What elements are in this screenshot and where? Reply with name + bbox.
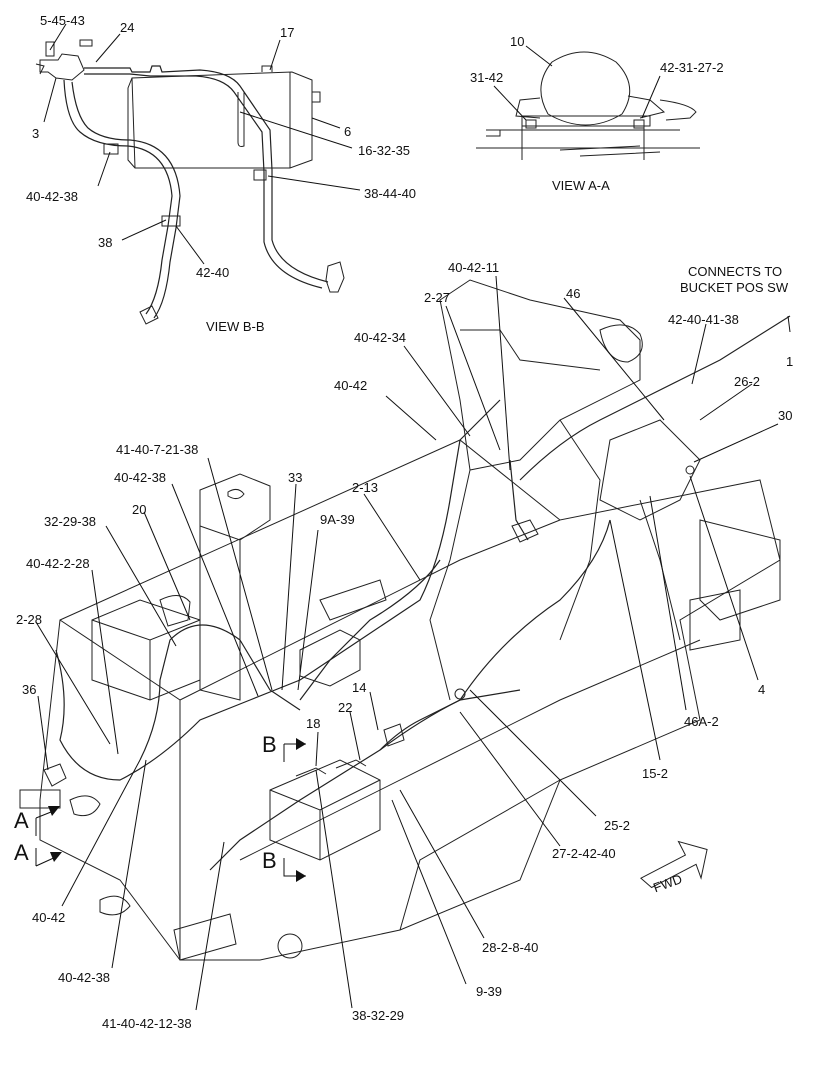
label-27-2-42-40: 27-2-42-40 bbox=[552, 846, 616, 861]
label-3: 3 bbox=[32, 126, 39, 141]
label-25-2: 25-2 bbox=[604, 818, 630, 833]
label-38: 38 bbox=[98, 235, 112, 250]
label-2-28: 2-28 bbox=[16, 612, 42, 627]
label-24: 24 bbox=[120, 20, 134, 35]
label-40-42-34: 40-42-34 bbox=[354, 330, 406, 345]
label-41-40-42-12-38: 41-40-42-12-38 bbox=[102, 1016, 192, 1031]
label-42-40-41-38: 42-40-41-38 bbox=[668, 312, 739, 327]
label-9a-39: 9A-39 bbox=[320, 512, 355, 527]
label-38-32-29: 38-32-29 bbox=[352, 1008, 404, 1023]
view-aa-inset: 10 31-42 42-31-27-2 VIEW A-A bbox=[470, 34, 724, 193]
label-15-2: 15-2 bbox=[642, 766, 668, 781]
label-20: 20 bbox=[132, 502, 146, 517]
section-mark-b-top: B bbox=[262, 732, 277, 757]
label-1: 1 bbox=[786, 354, 793, 369]
view-bb-inset: 5-45-43 24 17 3 6 16-32-35 40-42-38 38-4… bbox=[26, 13, 416, 334]
label-40-42-bottom: 40-42 bbox=[32, 910, 65, 925]
label-30: 30 bbox=[778, 408, 792, 423]
label-9-39: 9-39 bbox=[476, 984, 502, 999]
label-14: 14 bbox=[352, 680, 366, 695]
label-16-32-35: 16-32-35 bbox=[358, 143, 410, 158]
section-mark-b-bottom: B bbox=[262, 848, 277, 873]
connects-note-line1: CONNECTS TO bbox=[688, 264, 782, 279]
section-mark-a-bottom: A bbox=[14, 840, 29, 865]
label-40-42-11: 40-42-11 bbox=[448, 260, 499, 275]
label-2-13: 2-13 bbox=[352, 480, 378, 495]
label-40-42-38-mid: 40-42-38 bbox=[114, 470, 166, 485]
label-41-40-7-21-38: 41-40-7-21-38 bbox=[116, 442, 198, 457]
section-mark-a-top: A bbox=[14, 808, 29, 833]
label-40-42-2-28: 40-42-2-28 bbox=[26, 556, 90, 571]
label-46a-2: 46A-2 bbox=[684, 714, 719, 729]
label-4: 4 bbox=[758, 682, 765, 697]
label-5-45-43: 5-45-43 bbox=[40, 13, 85, 28]
label-2-27: 2-27 bbox=[424, 290, 450, 305]
fwd-arrow: FWD bbox=[640, 840, 708, 895]
label-36: 36 bbox=[22, 682, 36, 697]
label-26-2: 26-2 bbox=[734, 374, 760, 389]
label-31-42: 31-42 bbox=[470, 70, 503, 85]
label-28-2-8-40: 28-2-8-40 bbox=[482, 940, 538, 955]
label-40-42-38-bottom: 40-42-38 bbox=[58, 970, 110, 985]
main-assembly: B B A A FWD bbox=[14, 260, 793, 1031]
label-17: 17 bbox=[280, 25, 294, 40]
view-bb-title: VIEW B-B bbox=[206, 319, 265, 334]
label-22: 22 bbox=[338, 700, 352, 715]
fwd-label: FWD bbox=[651, 871, 684, 895]
label-40-42-38-bb: 40-42-38 bbox=[26, 189, 78, 204]
label-38-44-40: 38-44-40 bbox=[364, 186, 416, 201]
label-46: 46 bbox=[566, 286, 580, 301]
label-6: 6 bbox=[344, 124, 351, 139]
label-32-29-38: 32-29-38 bbox=[44, 514, 96, 529]
label-42-31-27-2: 42-31-27-2 bbox=[660, 60, 724, 75]
label-10: 10 bbox=[510, 34, 524, 49]
view-aa-title: VIEW A-A bbox=[552, 178, 610, 193]
label-18: 18 bbox=[306, 716, 320, 731]
label-42-40: 42-40 bbox=[196, 265, 229, 280]
label-33: 33 bbox=[288, 470, 302, 485]
label-40-42-top: 40-42 bbox=[334, 378, 367, 393]
connects-note-line2: BUCKET POS SW bbox=[680, 280, 789, 295]
